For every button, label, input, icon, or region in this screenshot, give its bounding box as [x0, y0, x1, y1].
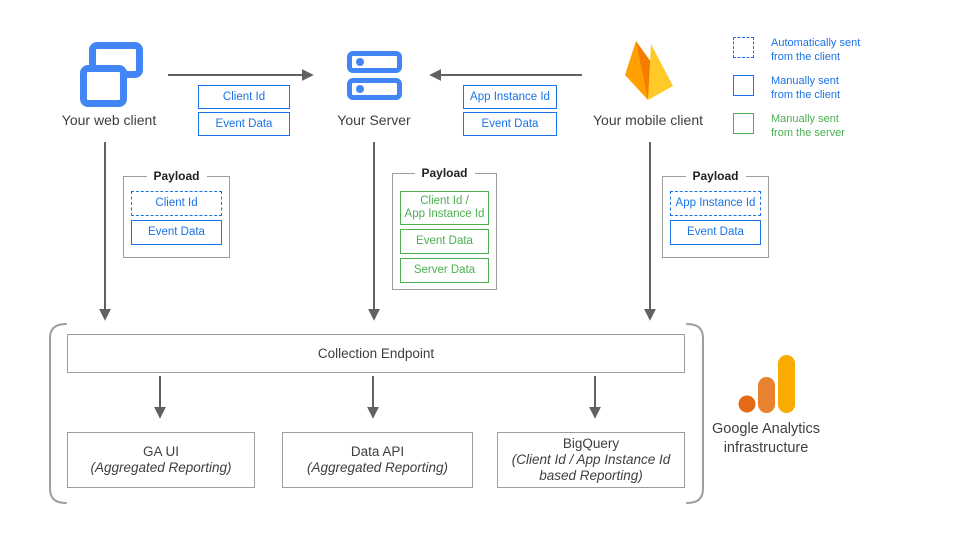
server-rack-bottom	[347, 78, 402, 100]
payload-box-web: Payload Client Id Event Data	[123, 169, 230, 258]
payload-item: Server Data	[400, 258, 489, 283]
payload-item: App Instance Id	[670, 191, 761, 216]
collection-endpoint-label: Collection Endpoint	[317, 345, 435, 361]
payload-item: Client Id	[131, 191, 222, 216]
payload-item: Event Data	[131, 220, 222, 245]
legend-label: Manually sent from the client	[771, 75, 841, 101]
right-bracket	[686, 323, 704, 504]
server-rack-top	[347, 51, 402, 73]
payload-title: Payload	[685, 169, 746, 183]
server-label: Your Server	[337, 112, 411, 128]
payload-box-mobile: Payload App Instance Id Event Data	[662, 169, 769, 258]
firebase-icon	[625, 41, 673, 100]
legend-label: Manually sent from the server	[771, 113, 845, 139]
output-subtitle: (Client Id / App Instance Id based Repor…	[511, 452, 671, 483]
legend-swatch-dashed-icon	[733, 37, 754, 58]
legend-item-auto-client: Automatically sent from the client	[733, 36, 860, 64]
output-subtitle: (Aggregated Reporting)	[90, 460, 232, 475]
ga-infrastructure-label: Google Analytics infrastructure	[711, 421, 820, 456]
output-title: BigQuery	[562, 436, 620, 451]
collection-endpoint-box: Collection Endpoint	[67, 334, 685, 373]
browser-window-front	[80, 65, 127, 107]
web-client-label: Your web client	[61, 112, 157, 128]
event-data-flow-label: Event Data	[463, 112, 557, 136]
bigquery-box: BigQuery (Client Id / App Instance Id ba…	[497, 432, 685, 488]
payload-item: Client Id / App Instance Id	[400, 191, 489, 225]
legend-label: Automatically sent from the client	[771, 37, 861, 63]
data-api-box: Data API (Aggregated Reporting)	[282, 432, 473, 488]
output-title: GA UI	[142, 444, 179, 459]
server-led-icon	[356, 58, 364, 66]
web-client-icon	[80, 40, 144, 108]
left-bracket	[49, 323, 67, 504]
mobile-client-label: Your mobile client	[593, 112, 703, 128]
payload-box-server: Payload Client Id / App Instance Id Even…	[392, 166, 497, 290]
server-led-icon	[356, 85, 364, 93]
event-data-flow-label: Event Data	[198, 112, 290, 136]
output-title: Data API	[350, 444, 405, 459]
payload-item: Event Data	[400, 229, 489, 254]
payload-title: Payload	[146, 169, 207, 183]
payload-title: Payload	[414, 166, 475, 180]
app-instance-id-flow-label: App Instance Id	[463, 85, 557, 109]
client-id-flow-label: Client Id	[198, 85, 290, 109]
ga-ui-box: GA UI (Aggregated Reporting)	[67, 432, 255, 488]
google-analytics-logo-icon	[738, 355, 795, 413]
server-icon	[347, 51, 402, 100]
legend-item-manual-server: Manually sent from the server	[733, 112, 845, 140]
legend-swatch-green-icon	[733, 113, 754, 134]
payload-item: Event Data	[670, 220, 761, 245]
legend-swatch-blue-icon	[733, 75, 754, 96]
output-subtitle: (Aggregated Reporting)	[306, 460, 449, 475]
legend-item-manual-client: Manually sent from the client	[733, 74, 840, 102]
